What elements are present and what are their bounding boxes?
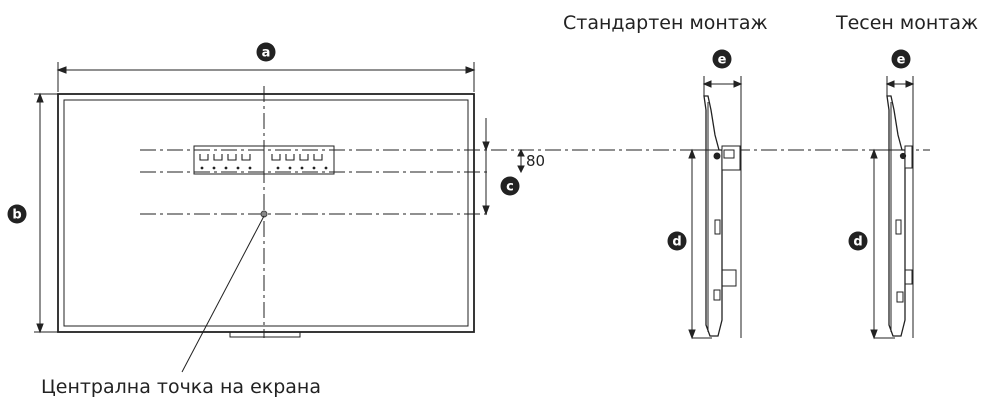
standard-pivot: [713, 152, 721, 160]
dimension-a-arrow-left: [56, 66, 67, 74]
display-bottom-stand-tab: [229, 331, 301, 338]
callout-e-slim: e: [891, 49, 911, 69]
front-view: [34, 62, 930, 373]
standard-display-profile: [703, 95, 723, 337]
display-inner-bezel: [63, 99, 469, 327]
slim-bracket: [904, 145, 913, 169]
bracket-offset-value: 80: [526, 152, 545, 170]
slim-mount-side-view: [870, 76, 915, 340]
callout-d-slim: d: [848, 231, 868, 251]
dimension-c-arrow-bottom: [482, 205, 490, 216]
slim-display-profile: [886, 95, 906, 337]
dimension-b-arrow-bottom: [36, 323, 44, 334]
screen-center-leader: [181, 215, 265, 373]
callout-a: a: [256, 42, 276, 62]
standard-mount-label: Стандартен монтаж: [563, 12, 768, 34]
callout-c: c: [500, 176, 520, 196]
callout-e-standard: e: [712, 49, 732, 69]
bracket-offset-arrow-top: [517, 148, 525, 157]
slim-pivot: [899, 152, 907, 160]
dimension-a-arrow-right: [465, 66, 476, 74]
dimension-b-arrow-top: [36, 92, 44, 103]
callout-e-standard-letter: e: [718, 53, 727, 68]
callout-c-letter: c: [506, 180, 514, 195]
bracket-offset-arrow-bottom: [517, 165, 525, 174]
slim-mount-label: Тесен монтаж: [835, 12, 978, 34]
screen-center-label: Централна точка на екрана: [41, 376, 321, 398]
dimension-c-arrow-top: [482, 141, 490, 152]
callout-b: b: [7, 204, 27, 224]
wall-bracket-holes: [200, 166, 328, 170]
callout-e-slim-letter: e: [897, 53, 906, 68]
callout-d-standard-letter: d: [672, 235, 681, 250]
standard-mount-side-view: [688, 76, 743, 340]
callout-a-letter: a: [262, 46, 271, 61]
callout-b-letter: b: [12, 208, 21, 223]
wall-bracket-hooks: [199, 154, 323, 161]
callout-d-standard: d: [667, 231, 687, 251]
callout-d-slim-letter: d: [853, 235, 862, 250]
